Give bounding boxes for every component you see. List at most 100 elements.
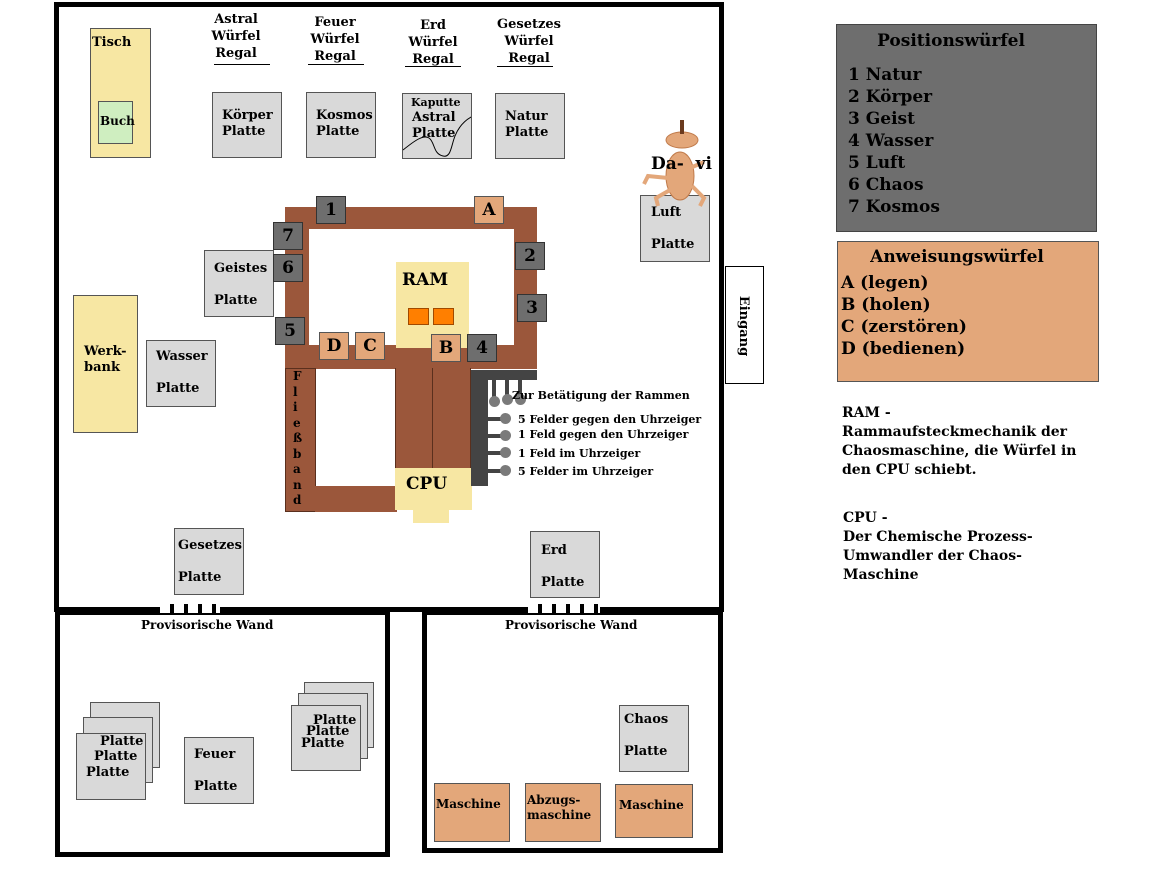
lever-knob-2[interactable] [500,430,511,441]
position-cube-3[interactable]: 3 [517,294,547,322]
gesetzes-regal-line [497,66,553,67]
crack-icon [403,116,471,157]
gesetzes-platte-label: Gesetzes Platte [178,538,242,585]
maschine-2[interactable] [615,784,693,838]
anweisungswuerfel-list: A (legen) B (holen) C (zerstören) D (bed… [841,273,967,359]
fliessband-bottom [315,486,397,512]
koerper-platte-label: Körper Platte [222,108,273,139]
fliessband-label: F l i e ß b a n d [293,369,303,507]
natur-platte [495,93,565,159]
eingang-label: Eingang [736,295,751,357]
tisch-label: Tisch [92,35,132,50]
buch [98,101,133,144]
instruction-cube-a[interactable]: A [474,196,504,224]
maschine-1[interactable] [434,783,510,842]
feuer-platte [184,737,254,804]
position-cube-1[interactable]: 1 [316,196,346,224]
doorway-left [160,604,220,613]
astral-wuerfel-regal: Astral Würfel Regal [211,12,261,61]
main-room [54,2,724,612]
lever-top-bar [471,370,537,380]
doorway-right [528,604,600,613]
instruction-cube-d[interactable]: D [319,332,349,360]
buch-label: Buch [100,114,135,128]
lever-knob-1[interactable] [500,413,511,424]
platte-stack-1-label-back: Platte [100,734,144,749]
werkbank [73,295,138,433]
koerper-platte [212,92,282,158]
lever-base [471,370,488,486]
lever-knob-4[interactable] [500,465,511,476]
kaputte-astral-platte-label: Astral Platte [412,110,456,141]
feuer-wuerfel-regal: Feuer Würfel Regal [310,15,360,64]
lever-knob-top-3[interactable] [515,394,526,405]
erd-platte [530,531,600,598]
cpu-note: CPU - Der Chemische Prozess- Umwandler d… [843,510,1033,583]
lever-knob-3[interactable] [500,447,511,458]
lever-rod-4 [486,469,502,473]
wasser-platte [146,340,216,407]
astral-regal-line [214,64,270,65]
platte-stack-2-label-mid: Platte [306,724,350,739]
ram [396,262,469,348]
wall-label-left: Provisorische Wand [141,618,274,632]
instruction-cube-b[interactable]: B [431,334,461,362]
natur-platte-label: Natur Platte [505,109,549,140]
lever-prong-2 [505,378,509,396]
kosmos-platte-label: Kosmos Platte [316,108,373,139]
kaputte-label: Kaputte [411,96,461,109]
ramme-5-im: 5 Felder im Uhrzeiger [518,465,654,478]
gesetzes-platte [174,528,244,595]
lever-rod-2 [486,434,502,438]
wasser-platte-label: Wasser Platte [156,349,208,396]
platte-stack-1-label-mid: Platte [94,749,138,764]
ram-slot-left [408,308,429,325]
abzugsmaschine[interactable] [525,783,601,842]
chaos-platte [619,705,689,772]
ramme-5-gegen: 5 Felder gegen den Uhrzeiger [518,413,702,426]
cpu-notch [413,508,449,523]
platte-stack-1-label-front: Platte [86,765,130,780]
cpu-label: CPU [406,474,448,494]
ram-cpu-feed [395,368,471,468]
wall-label-right: Provisorische Wand [505,618,638,632]
cpu [395,468,472,510]
position-cube-2[interactable]: 2 [515,242,545,270]
gesetzes-wuerfel-regal: Gesetzes Würfel Regal [497,17,561,66]
feuer-platte-label: Feuer Platte [194,747,238,794]
lever-prong-1 [492,378,496,398]
lever-knob-top-1[interactable] [489,396,500,407]
erd-regal-line [405,66,461,67]
platte-stack-2-label-back: Platte [313,713,357,728]
davi-creature-icon [642,120,707,207]
lever-prong-3 [518,378,522,396]
erd-wuerfel-regal: Erd Würfel Regal [408,18,458,67]
positionswuerfel-title: Positionswürfel [877,31,1025,51]
feuer-regal-line [308,64,364,65]
geistes-platte [204,250,274,317]
instruction-cube-c[interactable]: C [355,332,385,360]
lever-rod-1 [486,417,502,421]
lever-rod-3 [486,451,502,455]
kaputte-astral-platte [402,93,472,159]
position-cube-4[interactable]: 4 [467,334,497,362]
ramme-1-im: 1 Feld im Uhrzeiger [518,447,641,460]
abzugsmaschine-label: Abzugs- maschine [527,793,592,822]
luft-platte-label: Luft Platte [651,205,695,252]
platte-stack-1-front [76,733,146,800]
lever-knob-top-2[interactable] [502,394,513,405]
werkbank-label: Werk- bank [84,344,127,375]
position-cube-6[interactable]: 6 [273,254,303,282]
davi-label: Da- vi [651,154,712,174]
positionswuerfel-list: 1 Natur 2 Körper 3 Geist 4 Wasser 5 Luft… [848,65,940,217]
positionswuerfel-legend [836,24,1097,232]
fliessband [285,368,316,512]
position-cube-5[interactable]: 5 [275,317,305,345]
maschine-1-label: Maschine [436,797,501,811]
ram-note: RAM - Rammaufsteckmechanik der Chaosmasc… [842,405,1077,478]
eingang [725,266,764,384]
ramme-1-gegen: 1 Feld gegen den Uhrzeiger [518,428,689,441]
erd-platte-label: Erd Platte [541,543,585,590]
position-cube-7[interactable]: 7 [273,222,303,250]
rammen-title: Zur Betätigung der Rammen [512,389,690,402]
